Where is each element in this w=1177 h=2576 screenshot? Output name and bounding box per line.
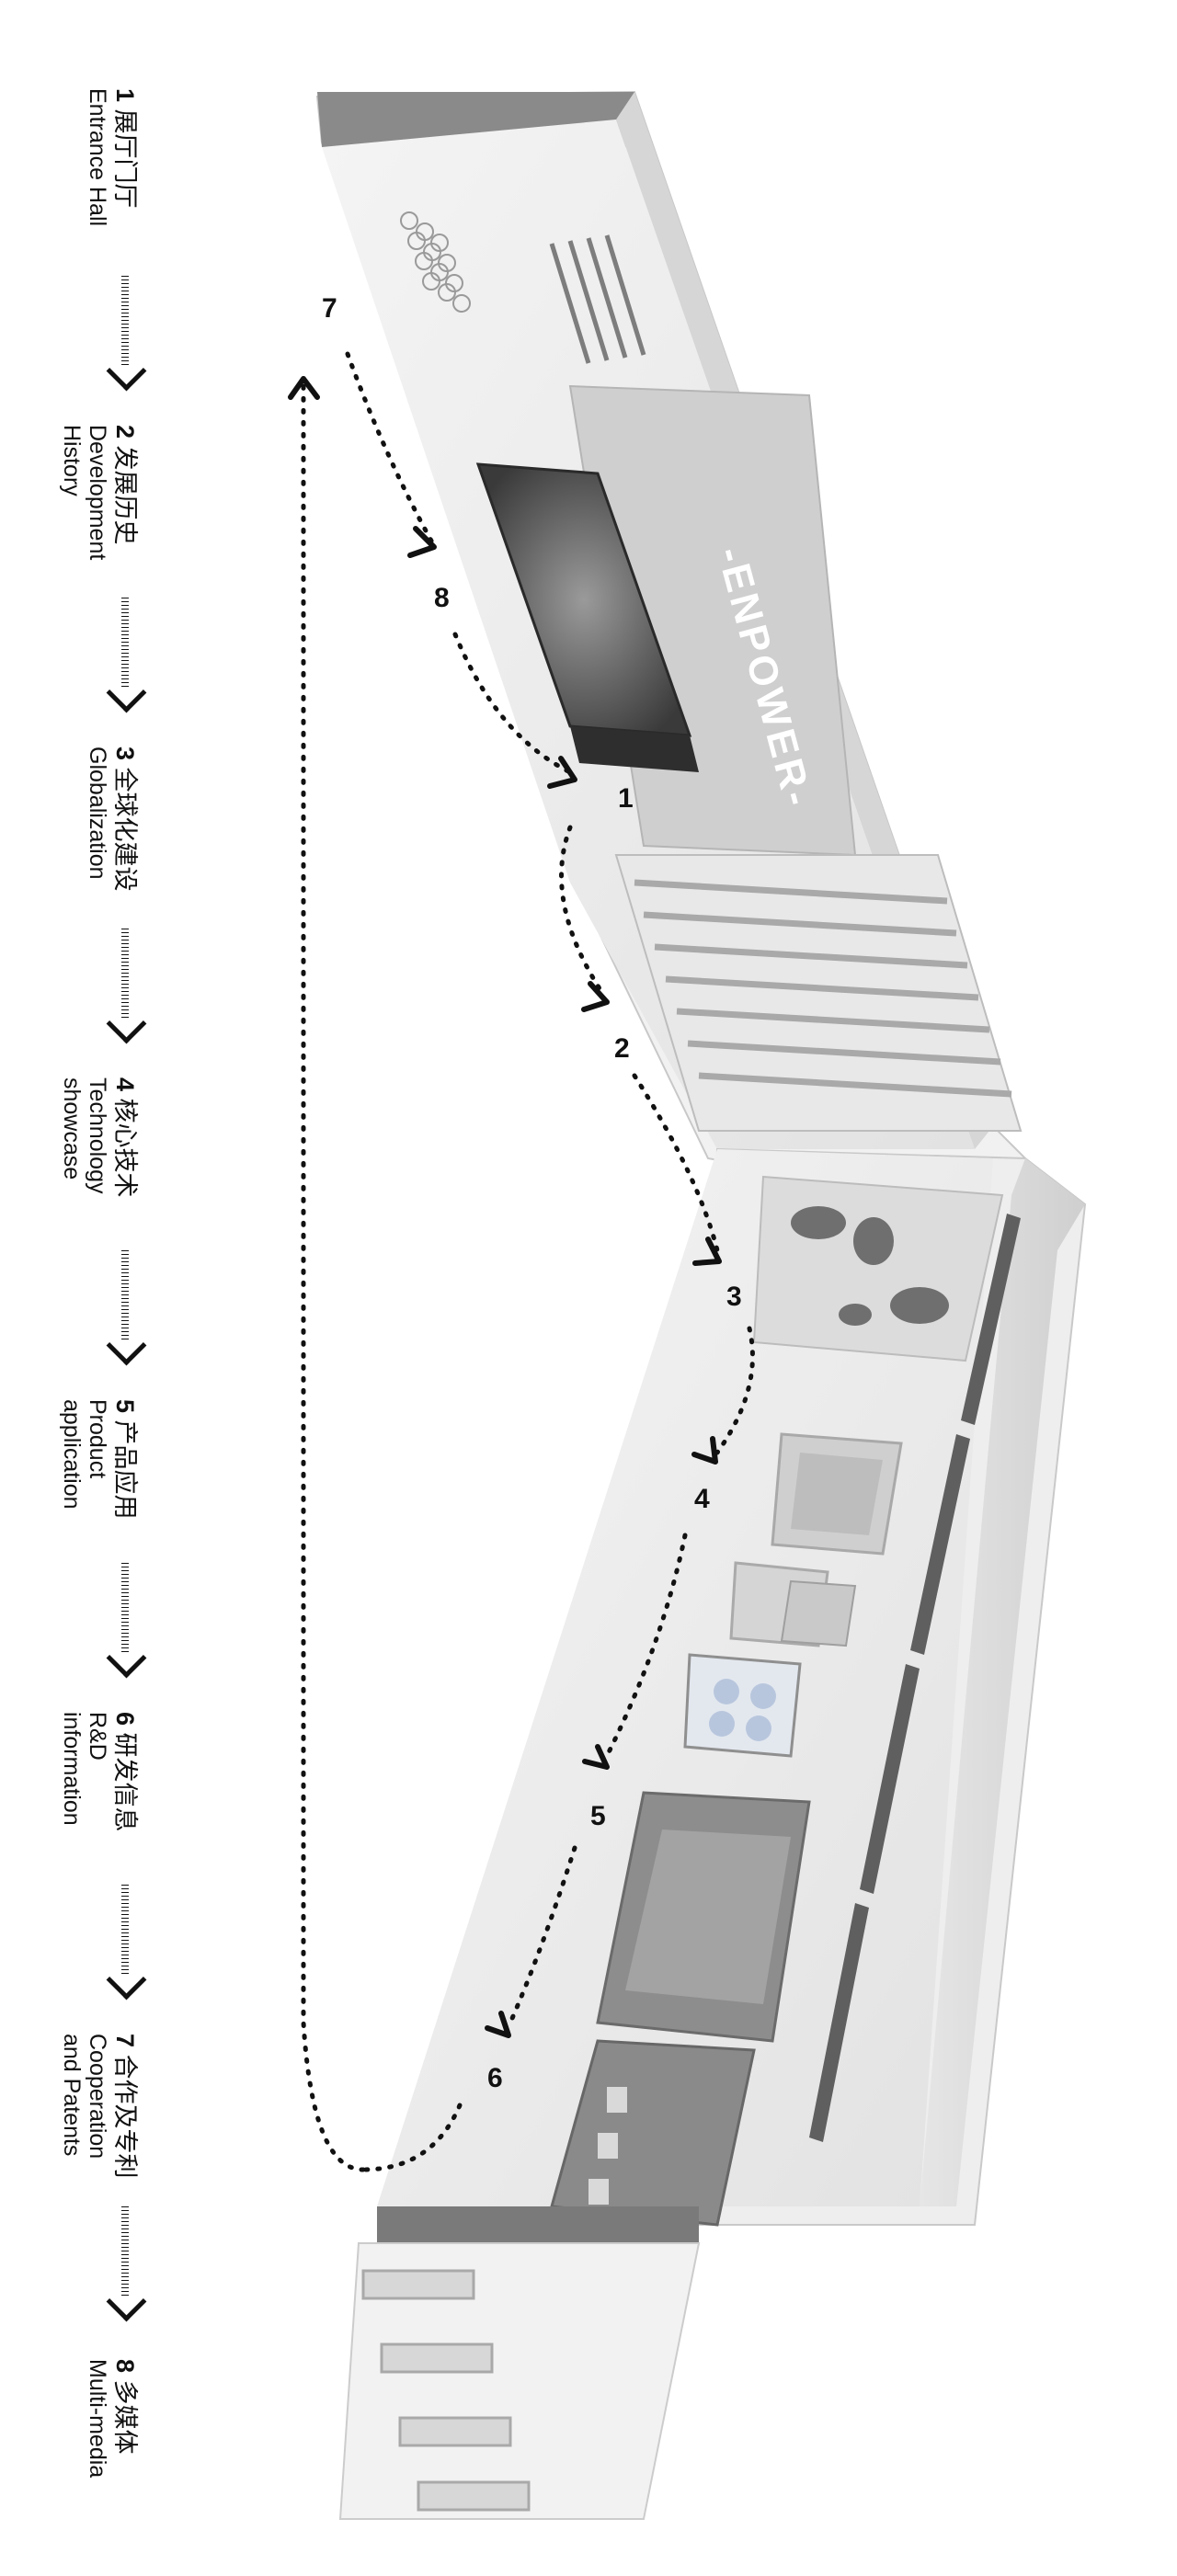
world-map-icon <box>791 1206 949 1326</box>
product-glow-display <box>683 1653 802 1758</box>
lower-wing-floor <box>377 1149 993 2206</box>
world-map-wall <box>752 1175 1004 1362</box>
legend-connector-5 <box>121 1563 129 1655</box>
route-marker-5: 5 <box>590 1801 606 1831</box>
end-cap <box>377 2206 699 2243</box>
multimedia-block <box>338 2242 701 2520</box>
route-marker-8: 8 <box>434 583 450 613</box>
intro-wall-text-lines <box>549 234 646 364</box>
legend-connector-3 <box>121 929 129 1020</box>
legend-connector-6 <box>121 1885 129 1977</box>
route-marker-7: 7 <box>322 293 337 324</box>
multimedia-windows <box>361 2269 531 2512</box>
legend-connector-7 <box>121 2206 129 2298</box>
route-legend: 1 展厅门厅 Entrance Hall 2 发展历史 Development … <box>0 0 184 2576</box>
legend-connector-4 <box>121 1250 129 1342</box>
history-timeline-wall <box>614 854 1023 1132</box>
exterior-dark-panels <box>809 1214 1021 2142</box>
route-marker-6: 6 <box>487 2063 503 2093</box>
route-marker-2: 2 <box>614 1033 630 1064</box>
route-marker-1: 1 <box>618 783 634 814</box>
route-marker-4: 4 <box>694 1484 710 1514</box>
legend-connector-2 <box>121 598 129 690</box>
route-arrowheads <box>288 376 722 2038</box>
product-glow-pattern <box>709 1679 776 1741</box>
legend-connector-1 <box>121 276 129 368</box>
entrance-dark-base <box>570 726 699 772</box>
technology-showcase-kiosks <box>729 1432 903 1647</box>
lower-wing-side-wall <box>920 1158 1085 2206</box>
route-marker-3: 3 <box>726 1282 742 1312</box>
hex-logo-cluster <box>400 211 471 313</box>
visitor-route <box>301 351 755 2172</box>
cooperation-patents-panels <box>550 2039 756 2227</box>
rd-information-panels <box>596 1791 811 2043</box>
